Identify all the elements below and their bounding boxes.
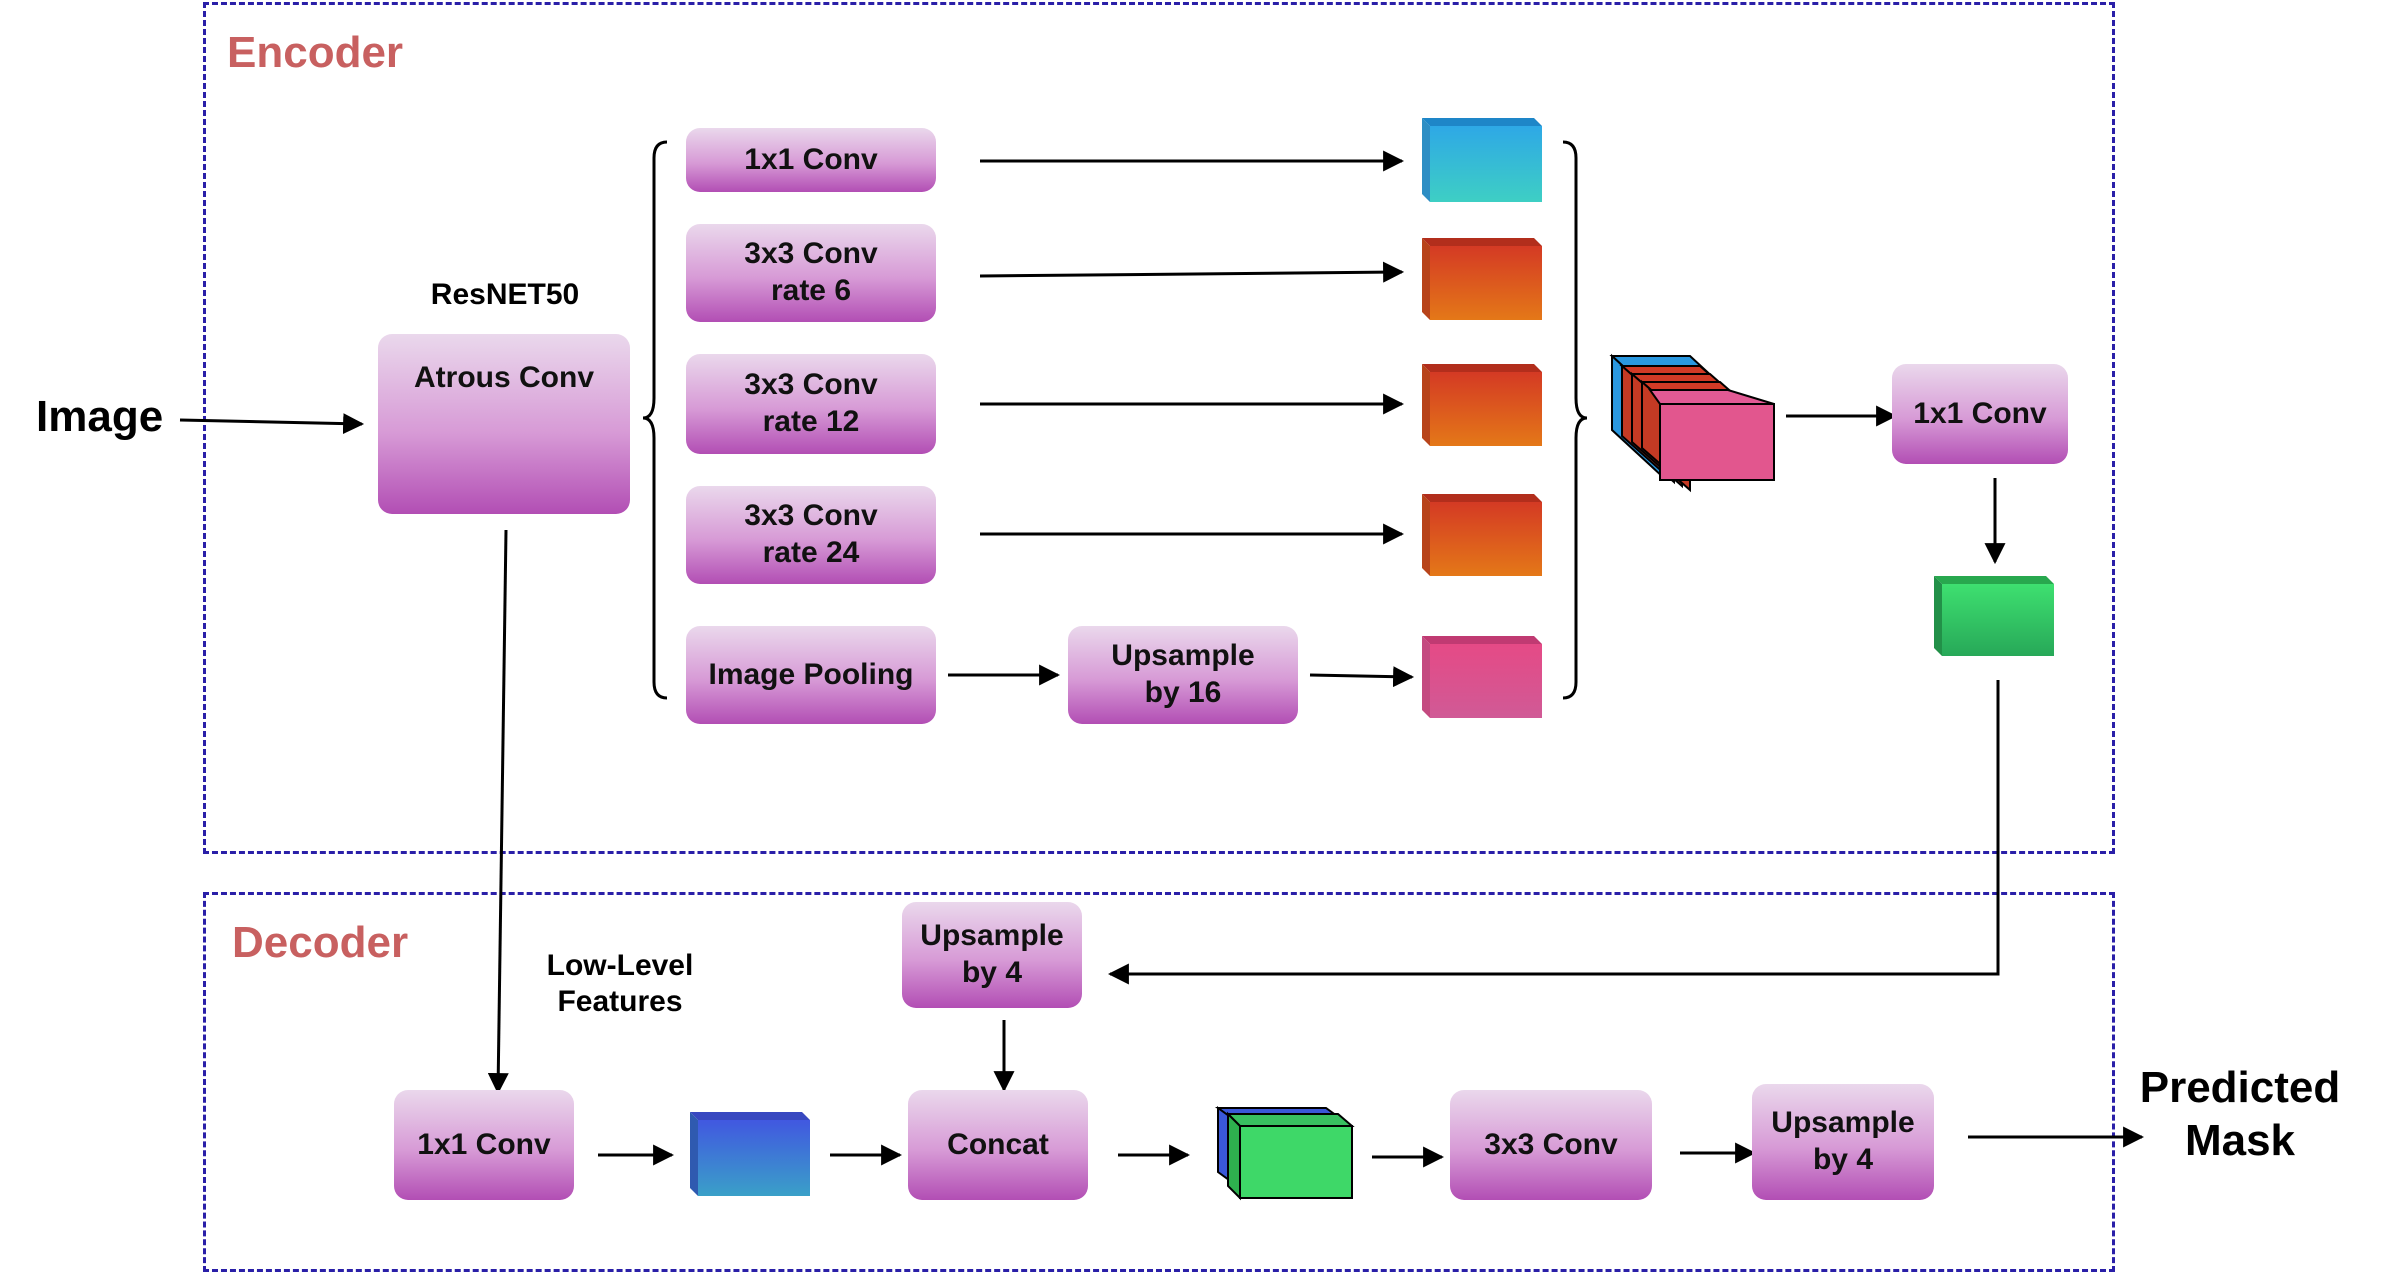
tensor-orange-rate6 xyxy=(1422,238,1542,320)
tensor-green-decoder xyxy=(1214,1106,1355,1201)
branch-conv3x3-rate24-box[interactable]: 3x3 Conv rate 24 xyxy=(686,486,936,584)
decoder-region xyxy=(203,892,2115,1272)
decoder-conv3x3-box[interactable]: 3x3 Conv xyxy=(1450,1090,1652,1200)
branch-image-pooling-box[interactable]: Image Pooling xyxy=(686,626,936,724)
decoder-upsample-by4-top-box[interactable]: Upsample by 4 xyxy=(902,902,1082,1008)
input-label: Image xyxy=(36,392,164,441)
upsample-by16-box[interactable]: Upsample by 16 xyxy=(1068,626,1298,724)
tensor-orange-rate12 xyxy=(1422,364,1542,446)
arrow-input-to-atrous xyxy=(179,413,365,435)
tensor-orange-rate24 xyxy=(1422,494,1542,576)
branch-conv3x3-rate6-box[interactable]: 3x3 Conv rate 6 xyxy=(686,224,936,322)
arrow-low-level-features xyxy=(487,529,509,1095)
arrow-upsample16-to-tensor xyxy=(1309,666,1415,688)
concat-box[interactable]: Concat xyxy=(908,1090,1088,1200)
tensor-blue-decoder xyxy=(690,1112,810,1196)
backbone-label: ResNET50 xyxy=(430,278,580,311)
tensor-pink xyxy=(1422,636,1542,718)
decoder-title: Decoder xyxy=(232,918,409,967)
encoder-conv1x1-box[interactable]: 1x1 Conv xyxy=(1892,364,2068,464)
branch-conv3x3-rate12-box[interactable]: 3x3 Conv rate 12 xyxy=(686,354,936,454)
arrow-encoder-to-upsample4 xyxy=(1107,680,2000,985)
atrous-conv-box[interactable]: Atrous Conv xyxy=(378,334,630,514)
left-brace xyxy=(642,140,668,700)
tensor-cyan xyxy=(1422,118,1542,202)
decoder-conv1x1-box[interactable]: 1x1 Conv xyxy=(394,1090,574,1200)
right-brace xyxy=(1562,140,1588,700)
atrous-conv-label: Atrous Conv xyxy=(414,361,594,394)
low-level-features-label: Low-Level Features xyxy=(546,949,694,1018)
encoder-title: Encoder xyxy=(227,28,404,77)
output-label: Predicted Mask xyxy=(2139,1063,2341,1165)
tensor-green-encoder xyxy=(1934,576,2054,656)
arrow-b2 xyxy=(979,261,1405,283)
tensor-stack xyxy=(1609,353,1775,493)
encoder-region xyxy=(203,2,2115,854)
branch-conv1x1-box[interactable]: 1x1 Conv xyxy=(686,128,936,192)
decoder-upsample-by4-out-box[interactable]: Upsample by 4 xyxy=(1752,1084,1934,1200)
